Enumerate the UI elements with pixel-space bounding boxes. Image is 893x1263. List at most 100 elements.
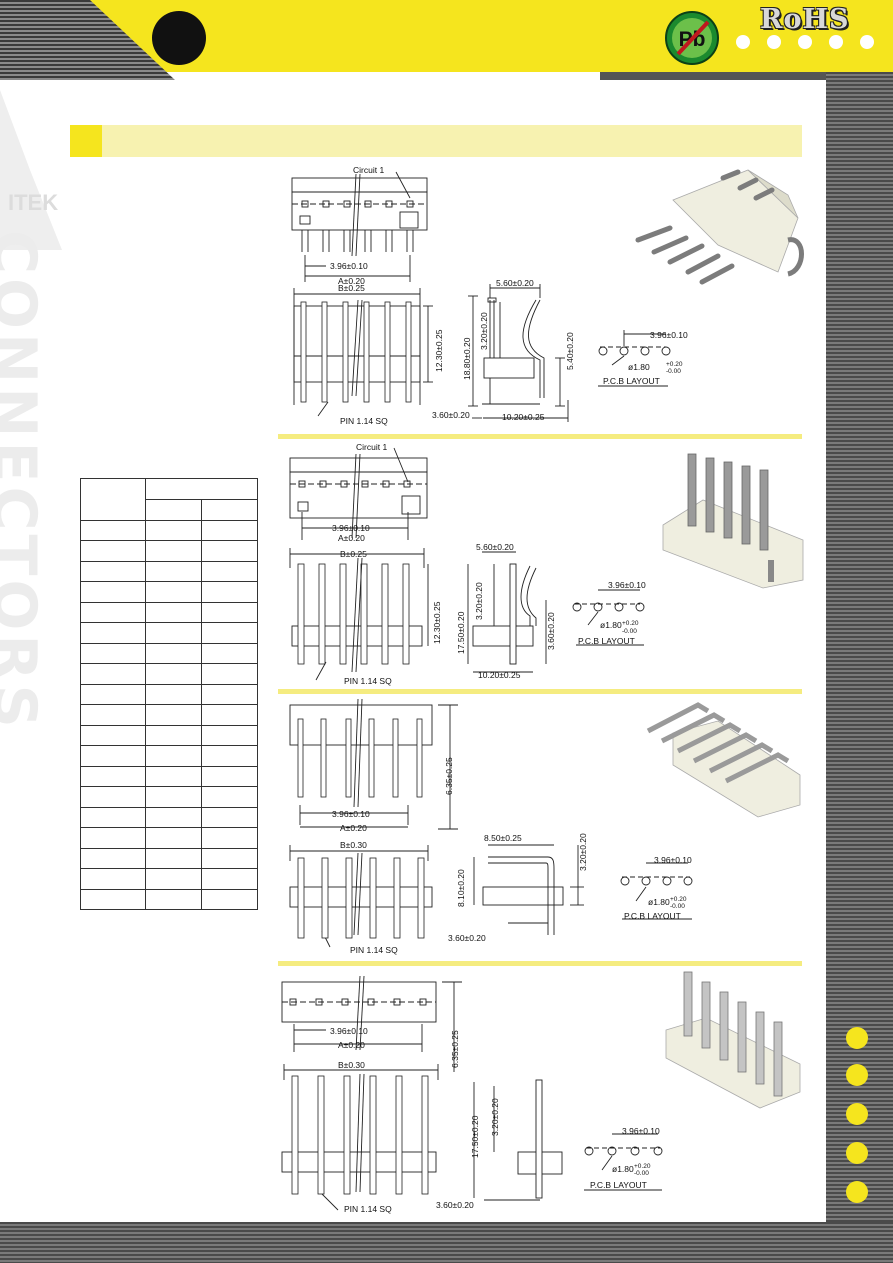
watermark-logo: ITEK [0, 90, 62, 250]
table-row [80, 847, 258, 869]
header-dot [767, 35, 781, 49]
table-row [80, 663, 258, 685]
table-header-cell [80, 478, 146, 521]
section-separator [278, 689, 802, 694]
a-dimension: A±0.20 [340, 823, 367, 833]
dimension-label: 12.30±0.25 [434, 329, 444, 372]
header-dot [798, 35, 812, 49]
dimension-label: 6.35±0.25 [450, 1030, 460, 1068]
dimension-label: 8.10±0.20 [456, 869, 466, 907]
dimension-label: 12.30±0.25 [432, 601, 442, 644]
section-title-bar [70, 125, 802, 157]
tolerance-minus: -0.00 [670, 903, 685, 910]
dimension-label: 5.40±0.20 [565, 332, 575, 370]
section-separator [278, 434, 802, 439]
circuit-label: Circuit 1 [353, 165, 384, 175]
dimension-label: 3.20±0.20 [479, 312, 489, 350]
tolerance-minus: -0.00 [666, 368, 681, 375]
dimension-label: 3.20±0.20 [578, 833, 588, 871]
yellow-dot [846, 1181, 868, 1203]
yellow-dot [846, 1103, 868, 1125]
tolerance-plus: +0.20 [666, 361, 683, 368]
hole-label: ø1.80 [600, 620, 622, 630]
connector-render-4 [665, 971, 801, 1109]
b-dimension: B±0.25 [338, 283, 365, 293]
table-row [80, 601, 258, 623]
table-row [80, 868, 258, 890]
section-separator [278, 961, 802, 966]
table-row [80, 540, 258, 562]
drawing-section-2: Circuit 1 3.96±0.10 A±0.20 B±0.25 PIN 1.… [289, 442, 804, 686]
watermark-logo-text: ITEK [8, 190, 58, 215]
tolerance-minus: -0.00 [622, 628, 637, 635]
dimension-label: 3.60±0.20 [448, 933, 486, 943]
circuit-label: Circuit 1 [356, 442, 387, 452]
watermark-text: CONNECTORS MANUFACTURE [0, 230, 49, 732]
pcb-layout-label: P.C.B LAYOUT [590, 1180, 647, 1190]
pcb-pitch: 3.96±0.10 [622, 1126, 660, 1136]
pcb-pitch: 3.96±0.10 [650, 330, 688, 340]
pitch-dimension: 3.96±0.10 [330, 261, 368, 271]
table-row [80, 581, 258, 603]
rohs-label: RoHS [760, 4, 850, 35]
hole-label: ø1.80 [612, 1164, 634, 1174]
dimension-label: 10.20±0.25 [478, 670, 521, 680]
pin-label: PIN 1.14 SQ [340, 416, 388, 426]
tolerance-minus: -0.00 [634, 1170, 649, 1177]
header-stripe-decoration [0, 0, 175, 80]
hole-label: ø1.80 [648, 897, 670, 907]
connector-render-3 [646, 702, 801, 818]
table-row [80, 560, 258, 582]
table-row [80, 642, 258, 664]
tolerance-plus: +0.20 [670, 896, 687, 903]
dimension-label: 3.60±0.20 [432, 410, 470, 420]
table-row [80, 724, 258, 746]
pcb-layout-label: P.C.B LAYOUT [578, 636, 635, 646]
table-row [80, 765, 258, 787]
table-row [80, 704, 258, 726]
table-row [80, 519, 258, 541]
title-marker [70, 125, 102, 157]
pitch-dimension: 3.96±0.10 [330, 1026, 368, 1036]
a-dimension: A±0.20 [338, 533, 365, 543]
dimension-label: 3.60±0.20 [546, 612, 556, 650]
dimension-label: 10.20±0.25 [502, 412, 545, 422]
table-row [80, 888, 258, 910]
dimension-label: 3.20±0.20 [490, 1098, 500, 1136]
pin-label: PIN 1.14 SQ [350, 945, 398, 955]
drawing-section-4: 3.96±0.10 A±0.20 B±0.30 PIN 1.14 SQ 3.60… [281, 971, 801, 1214]
dimension-label: 5.60±0.20 [476, 542, 514, 552]
pin-label: PIN 1.14 SQ [344, 1204, 392, 1214]
table-row [80, 683, 258, 705]
lead-free-icon: Pb [665, 11, 719, 65]
footer-stripe [0, 1222, 893, 1263]
table-header-cell [145, 478, 258, 500]
pcb-pitch: 3.96±0.10 [654, 855, 692, 865]
yellow-dot [846, 1142, 868, 1164]
connector-render-1 [635, 169, 804, 285]
table-row [80, 806, 258, 828]
pitch-dimension: 3.96±0.10 [332, 809, 370, 819]
pcb-layout-label: P.C.B LAYOUT [603, 376, 660, 386]
table-header-cell [201, 499, 258, 521]
b-dimension: B±0.25 [340, 549, 367, 559]
pcb-pitch: 3.96±0.10 [608, 580, 646, 590]
table-row [80, 745, 258, 767]
yellow-dot [846, 1027, 868, 1049]
section-marker-circle [152, 11, 206, 65]
header-lower-stripe [600, 72, 893, 80]
table-row [80, 827, 258, 849]
b-dimension: B±0.30 [338, 1060, 365, 1070]
dimension-label: 17.50±0.20 [456, 611, 466, 654]
table-row [80, 786, 258, 808]
b-dimension: B±0.30 [340, 840, 367, 850]
yellow-dot [846, 1064, 868, 1086]
a-dimension: A±0.20 [338, 1040, 365, 1050]
table-row [80, 622, 258, 644]
dimension-label: 5.60±0.20 [496, 278, 534, 288]
connector-render-2 [662, 453, 804, 589]
header-dot [860, 35, 874, 49]
dimension-table [80, 478, 258, 910]
pcb-layout-label: P.C.B LAYOUT [624, 911, 681, 921]
dimension-label: 3.20±0.20 [474, 582, 484, 620]
